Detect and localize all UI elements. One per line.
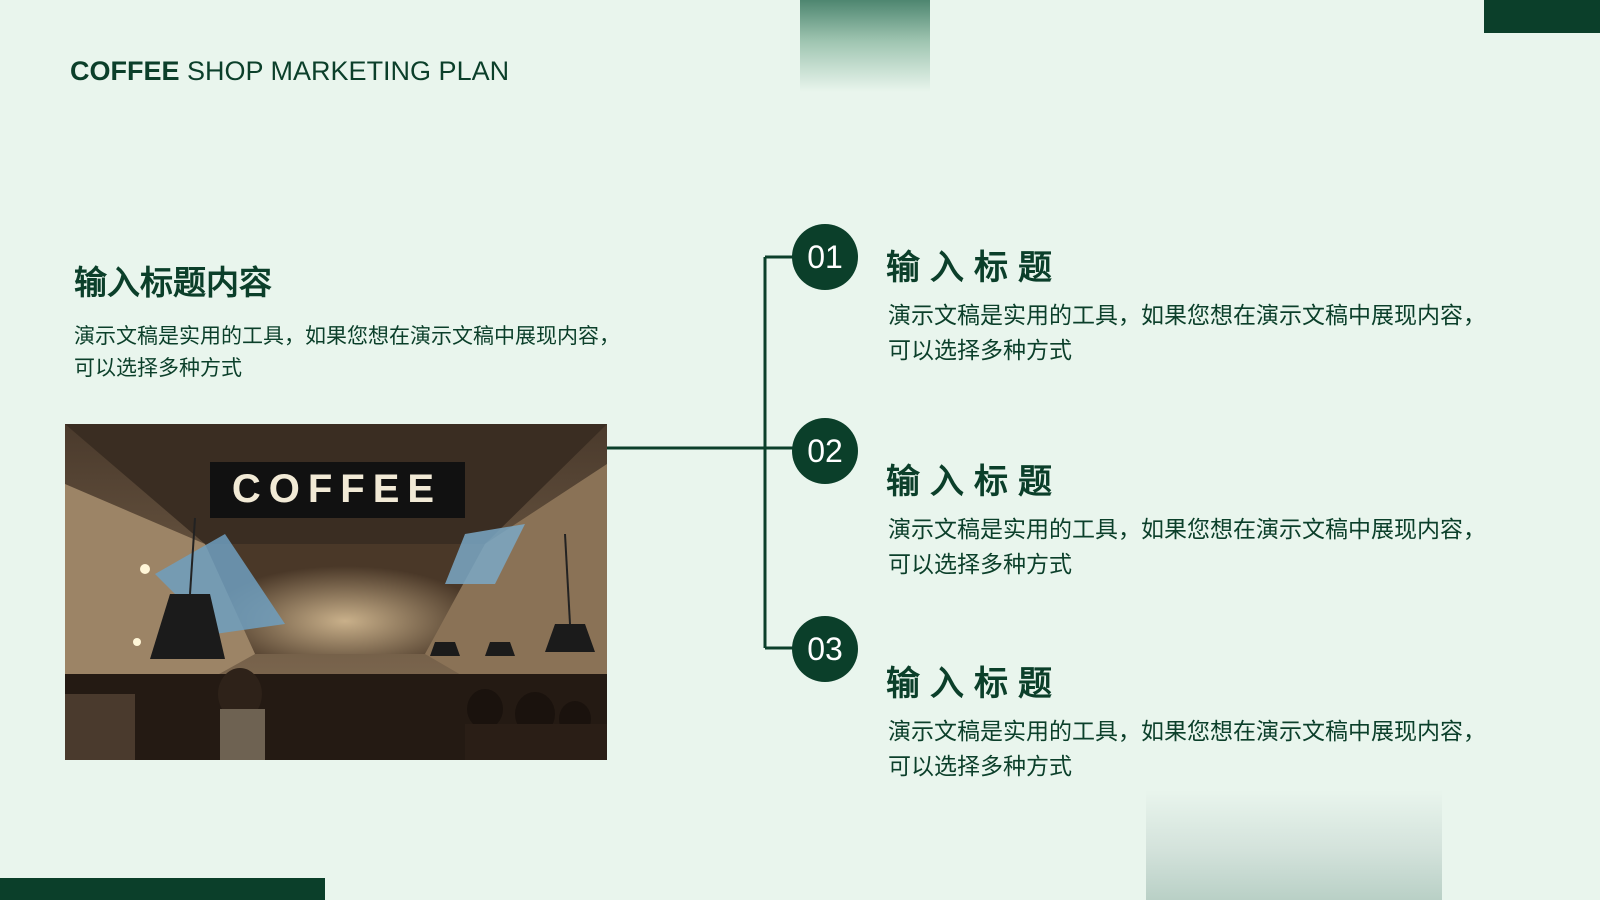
header-title-rest: SHOP MARKETING PLAN [179, 56, 510, 86]
pendant-lamp-right [545, 624, 595, 652]
item-description: 演示文稿是实用的工具，如果您想在演示文稿中展现内容，可以选择多种方式 [888, 719, 1486, 780]
item-title: 输入标题 [886, 248, 1062, 288]
pendant-lamp-left [150, 594, 225, 659]
item-description: 演示文稿是实用的工具，如果您想在演示文稿中展现内容，可以选择多种方式 [888, 303, 1486, 364]
top-right-bar-decoration [1484, 0, 1600, 33]
skylight-left [155, 534, 285, 634]
coffee-shop-photo: COFFEE [65, 424, 607, 760]
top-gradient-decoration [800, 0, 930, 92]
item-description: 演示文稿是实用的工具，如果您想在演示文稿中展现内容，可以选择多种方式 [888, 517, 1486, 578]
left-heading: 输入标题内容 [74, 263, 272, 302]
item-number-badge: 01 [792, 224, 858, 290]
item-title: 输入标题 [886, 664, 1062, 704]
slide-header-title: COFFEE SHOP MARKETING PLAN [70, 56, 509, 87]
item-number-badge: 03 [792, 616, 858, 682]
coffee-sign-text: COFFEE [232, 467, 442, 511]
item-number-badge: 02 [792, 418, 858, 484]
left-description: 演示文稿是实用的工具，如果您想在演示文稿中展现内容，可以选择多种方式 [74, 324, 620, 380]
coffee-shop-illustration: COFFEE [65, 424, 607, 760]
bottom-left-bar-decoration [0, 878, 325, 900]
skylight-right [445, 524, 525, 584]
barista-figure [220, 709, 265, 760]
bottom-gradient-decoration [1146, 790, 1442, 900]
coffee-sign [210, 462, 465, 518]
item-title: 输入标题 [886, 462, 1062, 502]
header-title-bold: COFFEE [70, 56, 180, 86]
